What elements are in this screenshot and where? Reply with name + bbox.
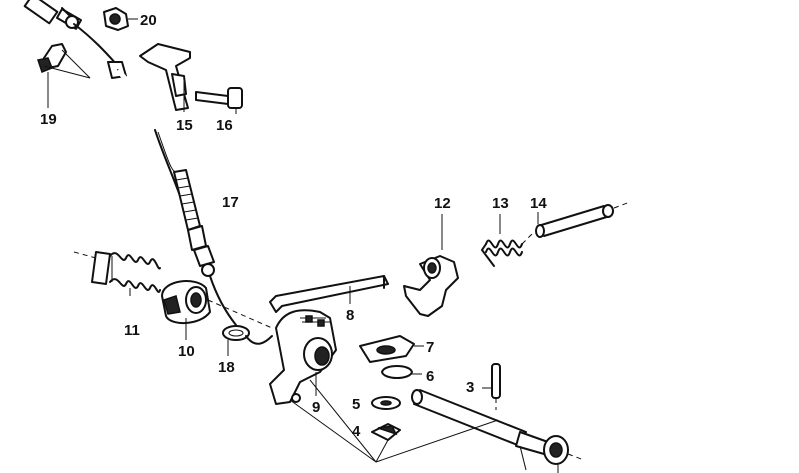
part-20-nut bbox=[103, 7, 138, 31]
callout-15: 15 bbox=[176, 117, 193, 134]
callout-12: 12 bbox=[434, 195, 451, 212]
callout-16: 16 bbox=[216, 117, 233, 134]
callout-10: 10 bbox=[178, 343, 195, 360]
part-4-clip bbox=[371, 423, 401, 463]
part-6-ring bbox=[381, 365, 422, 379]
part-3-pin bbox=[482, 363, 501, 410]
part-8-rod bbox=[269, 275, 389, 313]
callout-19: 19 bbox=[40, 111, 57, 128]
end-cap bbox=[543, 435, 585, 473]
callout-17: 17 bbox=[222, 194, 239, 211]
callout-9: 9 bbox=[312, 399, 320, 416]
part-5-washer bbox=[371, 396, 401, 410]
callout-14: 14 bbox=[530, 195, 547, 212]
callout-18: 18 bbox=[218, 359, 235, 376]
callout-3: 3 bbox=[466, 379, 474, 396]
part-11-spring bbox=[73, 251, 161, 296]
callout-20: 20 bbox=[140, 12, 157, 29]
cable-end-top bbox=[23, 0, 83, 30]
part-10-housing bbox=[161, 280, 273, 340]
callout-6: 6 bbox=[426, 368, 434, 385]
part-16-bolt bbox=[195, 87, 243, 114]
main-shaft bbox=[375, 389, 549, 471]
part-14-pin bbox=[535, 201, 631, 238]
part-19-clip bbox=[37, 43, 91, 108]
main-cable bbox=[73, 23, 237, 326]
callout-11: 11 bbox=[124, 322, 140, 339]
part-18-clip bbox=[222, 325, 273, 356]
callout-13: 13 bbox=[492, 195, 509, 212]
part-15-bracket bbox=[139, 43, 191, 112]
part-9-lever bbox=[269, 309, 377, 463]
part-12-lever bbox=[403, 214, 459, 317]
callout-5: 5 bbox=[352, 396, 360, 413]
part-7-plate bbox=[359, 335, 424, 363]
callout-7: 7 bbox=[426, 339, 434, 356]
callout-4: 4 bbox=[352, 423, 361, 440]
callout-8: 8 bbox=[346, 307, 354, 324]
part-13-spring bbox=[480, 214, 535, 267]
callout-labels: 20 19 15 16 17 12 13 14 8 11 10 18 9 7 6… bbox=[40, 12, 547, 440]
